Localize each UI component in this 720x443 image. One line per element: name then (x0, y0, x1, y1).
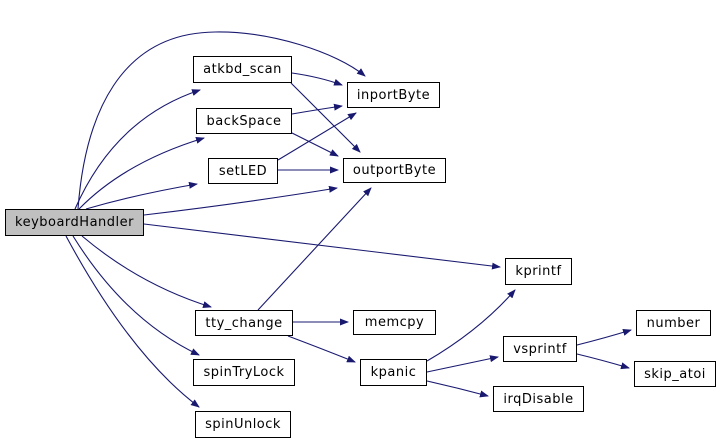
edge-keyboardHandler-to-backSpace (78, 136, 205, 210)
edge-vsprintf-to-skip_atoi (576, 353, 630, 370)
edge-keyboardHandler-to-spinUnlock (65, 235, 200, 408)
edge-kpanic-to-irqDisable (426, 380, 489, 398)
edge-keyboardHandler-to-tty_change (81, 235, 212, 308)
edge-backSpace-to-inportByte (291, 103, 343, 115)
node-kpanic[interactable]: kpanic (360, 359, 427, 386)
edge-vsprintf-to-number (576, 329, 632, 346)
node-setLED[interactable]: setLED (208, 158, 278, 184)
edge-tty_change-to-kpanic (287, 335, 356, 363)
edge-kpanic-to-kprintf (426, 289, 516, 362)
edge-atkbd_scan-to-outportByte (290, 82, 361, 153)
edge-keyboardHandler-to-inportByte (77, 31, 366, 210)
edge-keyboardHandler-to-outportByte (143, 185, 338, 216)
node-spinTryLock[interactable]: spinTryLock (193, 359, 295, 386)
node-backSpace[interactable]: backSpace (196, 108, 292, 134)
node-tty_change[interactable]: tty_change (195, 310, 293, 336)
edge-kpanic-to-vsprintf (426, 355, 499, 373)
node-inportByte[interactable]: inportByte (347, 82, 440, 108)
edge-keyboardHandler-to-atkbd_scan (74, 89, 201, 210)
node-kprintf[interactable]: kprintf (505, 258, 572, 285)
node-outportByte[interactable]: outportByte (343, 158, 446, 183)
edge-tty_change-to-outportByte (257, 187, 372, 311)
node-skip_atoi[interactable]: skip_atoi (634, 361, 716, 387)
node-irqDisable[interactable]: irqDisable (493, 386, 584, 412)
edge-keyboardHandler-to-setLED (85, 181, 198, 210)
edge-backSpace-to-outportByte (289, 131, 339, 157)
node-memcpy[interactable]: memcpy (353, 310, 436, 335)
node-keyboardHandler: keyboardHandler (5, 209, 144, 236)
node-vsprintf[interactable]: vsprintf (503, 336, 577, 362)
edge-keyboardHandler-to-kprintf (143, 223, 501, 270)
edge-atkbd_scan-to-inportByte (291, 72, 343, 86)
edge-setLED-to-inportByte (277, 112, 357, 161)
node-number[interactable]: number (636, 310, 711, 336)
edge-keyboardHandler-to-spinTryLock (72, 235, 200, 356)
node-atkbd_scan[interactable]: atkbd_scan (193, 56, 292, 83)
node-spinUnlock[interactable]: spinUnlock (195, 411, 291, 438)
